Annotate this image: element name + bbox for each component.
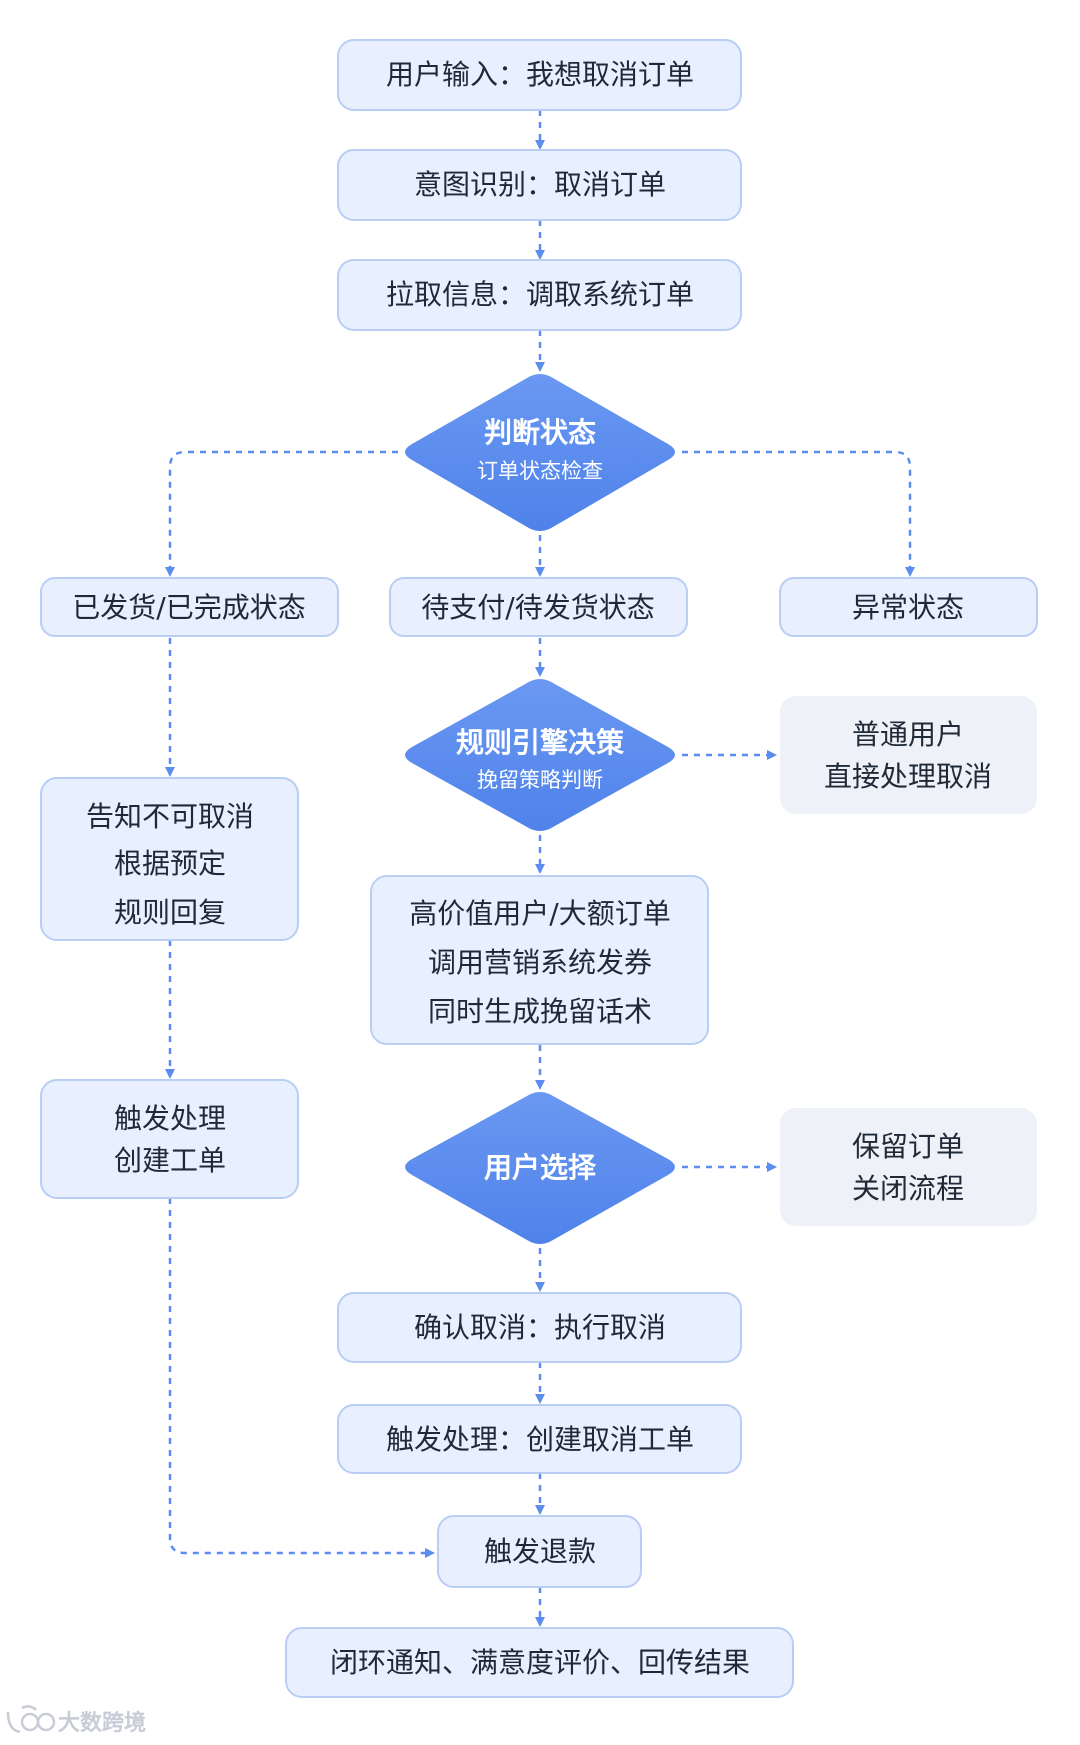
node-trigger-refund-label: 触发退款: [484, 1535, 596, 1568]
node-notify-cannot-cancel: 告知不可取消 根据预定 规则回复: [40, 777, 299, 941]
node-abnormal-status-label: 异常状态: [852, 591, 964, 624]
node-normal-user: 普通用户 直接处理取消: [780, 696, 1037, 814]
node-trigger-refund: 触发退款: [437, 1515, 642, 1588]
node-ticket-line1: 触发处理: [114, 1102, 226, 1135]
node-user-input: 用户输入：我想取消订单: [337, 39, 742, 111]
node-close-loop-label: 闭环通知、满意度评价、回传结果: [330, 1646, 750, 1679]
watermark: 大数跨境: [6, 1705, 146, 1736]
node-user-input-label: 用户输入：我想取消订单: [386, 58, 694, 91]
arrow-judge-abnormal: [682, 450, 915, 577]
node-fetch-info: 拉取信息：调取系统订单: [337, 259, 742, 331]
node-high-value-line2: 调用营销系统发券: [428, 946, 652, 979]
node-normal-user-line1: 普通用户: [852, 718, 964, 751]
node-trigger-cancel-ticket: 触发处理：创建取消工单: [337, 1404, 742, 1474]
node-notify-line2: 根据预定: [114, 847, 226, 880]
decision-judge-status-subtitle: 订单状态检查: [477, 459, 603, 483]
node-keep-order-line1: 保留订单: [852, 1130, 964, 1163]
watermark-text: 大数跨境: [58, 1710, 146, 1736]
watermark-logo-icon: [6, 1705, 56, 1734]
decision-judge-status: 判断状态 订单状态检查: [405, 374, 675, 531]
node-shipped-status-label: 已发货/已完成状态: [72, 591, 305, 624]
node-high-value-user: 高价值用户/大额订单 调用营销系统发券 同时生成挽留话术: [370, 875, 709, 1045]
node-notify-line1: 告知不可取消: [86, 800, 254, 833]
node-keep-order: 保留订单 关闭流程: [780, 1108, 1037, 1226]
node-intent-recognition: 意图识别：取消订单: [337, 149, 742, 221]
node-close-loop: 闭环通知、满意度评价、回传结果: [285, 1627, 794, 1698]
decision-user-choice: 用户选择: [405, 1092, 675, 1244]
node-abnormal-status: 异常状态: [779, 577, 1038, 637]
node-shipped-status: 已发货/已完成状态: [40, 577, 339, 637]
decision-rule-engine-title: 规则引擎决策: [456, 726, 624, 759]
decision-rule-engine: 规则引擎决策 挽留策略判断: [405, 679, 675, 831]
node-high-value-line3: 同时生成挽留话术: [428, 995, 652, 1028]
arrow-judge-shipped: [165, 450, 398, 577]
node-ticket-line2: 创建工单: [114, 1144, 226, 1177]
decision-judge-status-title: 判断状态: [484, 416, 596, 449]
node-high-value-line1: 高价值用户/大额订单: [409, 897, 670, 930]
node-confirm-cancel: 确认取消：执行取消: [337, 1292, 742, 1363]
node-confirm-cancel-label: 确认取消：执行取消: [414, 1311, 666, 1344]
node-create-ticket: 触发处理 创建工单: [40, 1079, 299, 1199]
node-keep-order-line2: 关闭流程: [852, 1172, 964, 1205]
node-pending-status-label: 待支付/待发货状态: [421, 591, 654, 624]
node-pending-status: 待支付/待发货状态: [389, 577, 688, 637]
node-intent-recognition-label: 意图识别：取消订单: [414, 168, 666, 201]
decision-rule-engine-subtitle: 挽留策略判断: [477, 768, 603, 792]
node-notify-line3: 规则回复: [114, 896, 226, 929]
node-trigger-cancel-ticket-label: 触发处理：创建取消工单: [386, 1423, 694, 1456]
arrow-ticket-refund: [168, 1198, 435, 1558]
node-fetch-info-label: 拉取信息：调取系统订单: [386, 278, 694, 311]
decision-user-choice-title: 用户选择: [484, 1151, 597, 1184]
node-normal-user-line2: 直接处理取消: [824, 760, 992, 793]
